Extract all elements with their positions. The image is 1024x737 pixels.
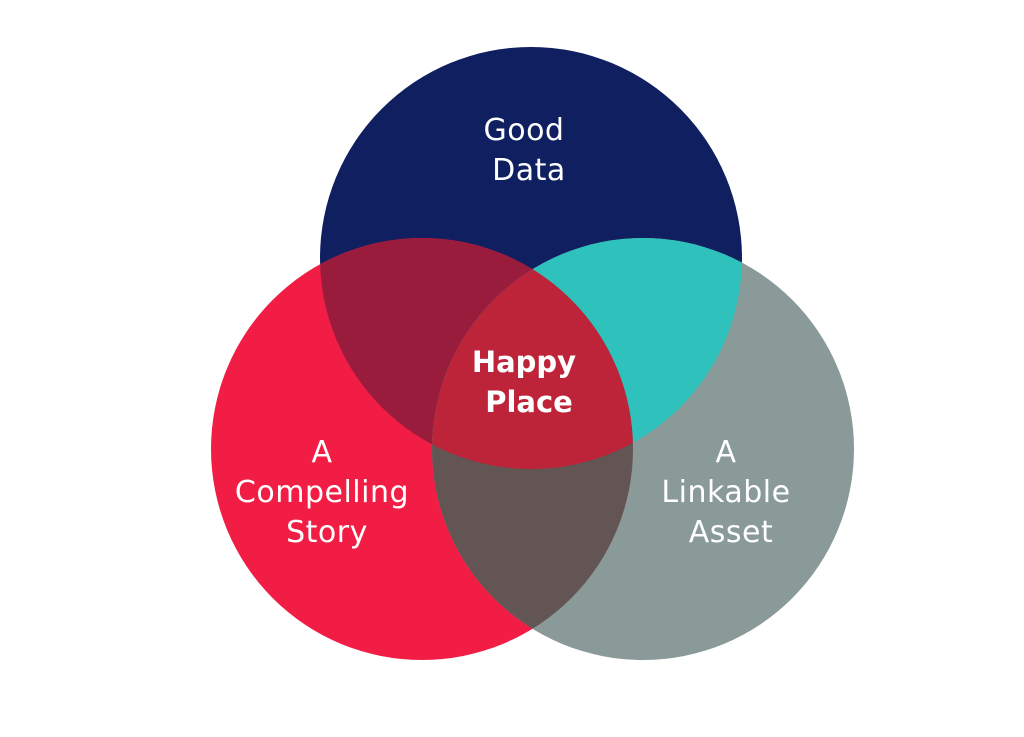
label-good-data-line-2: Data: [492, 153, 566, 188]
label-linkable-asset-line-3: Asset: [689, 515, 774, 550]
label-linkable-asset-line-1: A: [715, 435, 736, 470]
label-compelling-story: A Compelling Story: [235, 435, 419, 550]
label-good-data-line-1: Good: [483, 113, 564, 148]
label-happy-place-line-2: Place: [485, 385, 573, 419]
label-linkable-asset-line-2: Linkable: [661, 475, 790, 510]
overlap-all: [432, 238, 633, 469]
label-linkable-asset: A Linkable Asset: [661, 435, 800, 550]
label-compelling-story-line-3: Story: [286, 515, 368, 550]
label-happy-place: Happy Place: [472, 345, 586, 419]
label-good-data: Good Data: [483, 113, 574, 188]
label-happy-place-line-1: Happy: [472, 345, 576, 379]
label-compelling-story-line-1: A: [311, 435, 332, 470]
label-compelling-story-line-2: Compelling: [235, 475, 409, 510]
